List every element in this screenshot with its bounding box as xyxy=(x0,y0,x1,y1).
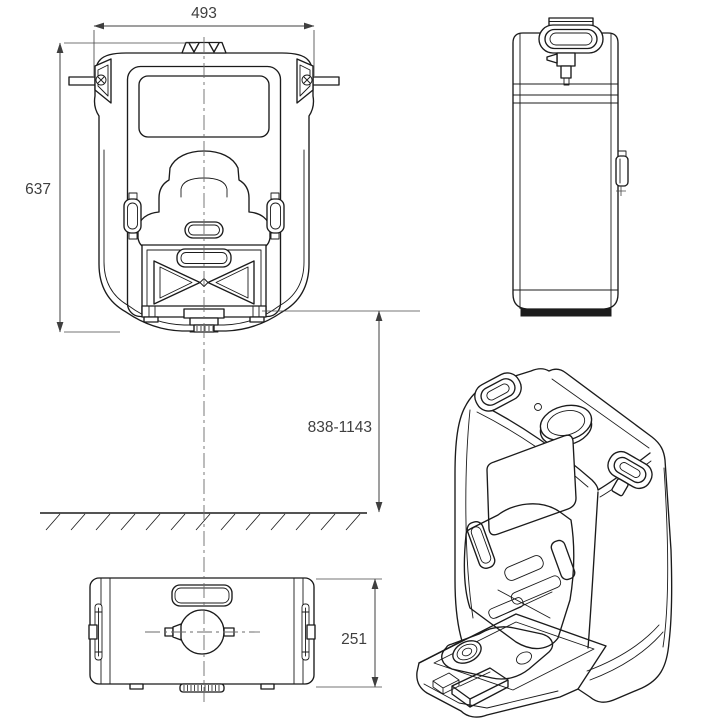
side-seam-lines xyxy=(512,83,619,291)
wall-mount-bracket-left xyxy=(68,58,112,104)
centerlines xyxy=(145,37,260,703)
eyewash-manifold xyxy=(441,626,554,680)
dimension-width: 493 xyxy=(93,5,315,76)
spigot-side xyxy=(546,52,576,86)
isometric-view xyxy=(416,368,673,718)
spout-knob-plan xyxy=(129,683,275,693)
iso-fill-cap xyxy=(534,403,593,447)
dimension-depth: 251 xyxy=(316,578,382,688)
dimension-mounting-height: 838-1143 xyxy=(262,310,420,513)
side-latch-right xyxy=(266,192,285,240)
mount-pin-right xyxy=(312,76,340,86)
side-latch-left xyxy=(123,192,142,240)
side-view xyxy=(512,17,629,317)
cross-brace-left xyxy=(153,260,201,305)
dimension-height-value: 637 xyxy=(25,181,51,198)
dimension-depth-value: 251 xyxy=(341,631,367,648)
dimension-width-value: 493 xyxy=(191,5,217,22)
top-handle-side xyxy=(538,17,604,54)
plan-latch-right xyxy=(301,603,316,661)
iso-silhouette xyxy=(416,368,673,718)
wall-mount-bracket-right xyxy=(296,58,340,104)
ground-line xyxy=(40,512,367,531)
iso-handle-right xyxy=(607,450,653,497)
mount-pin-left xyxy=(68,76,96,86)
ground-hatching xyxy=(45,513,361,531)
latch-datum-mark xyxy=(616,186,626,196)
iso-open-tray xyxy=(418,613,607,709)
dimension-height: 637 xyxy=(25,42,196,333)
dimension-mounting-height-value: 838-1143 xyxy=(308,419,372,436)
plan-handle xyxy=(171,584,233,607)
iso-cavity xyxy=(463,503,576,650)
plan-latch-left xyxy=(88,603,103,661)
side-latch xyxy=(615,150,629,196)
eyewash-nozzle xyxy=(452,640,482,664)
iso-label-recess xyxy=(486,434,577,536)
iso-handle-left xyxy=(474,372,522,412)
top-view xyxy=(88,577,316,693)
base-plate xyxy=(520,308,612,317)
vent-hole xyxy=(534,403,542,411)
cross-brace-right xyxy=(207,260,255,305)
